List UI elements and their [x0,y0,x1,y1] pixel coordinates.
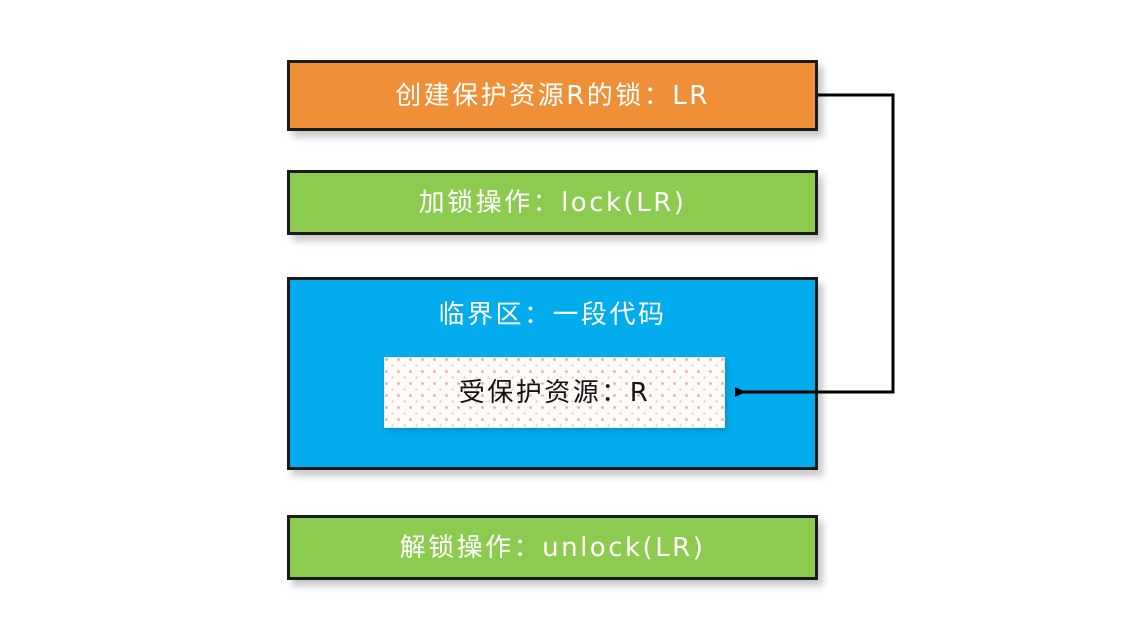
box-lock-operation[interactable]: 加锁操作：lock(LR) [287,170,818,235]
box-unlock-operation-label: 解锁操作：unlock(LR) [399,532,706,563]
box-unlock-operation[interactable]: 解锁操作：unlock(LR) [287,515,818,580]
box-critical-section[interactable]: 临界区：一段代码 受保护资源：R [287,277,818,470]
box-protected-resource-label: 受保护资源：R [458,377,651,408]
box-create-lock-label: 创建保护资源R的锁：LR [395,80,710,111]
box-create-lock[interactable]: 创建保护资源R的锁：LR [287,60,818,131]
box-critical-section-label: 临界区：一段代码 [438,300,667,330]
box-protected-resource[interactable]: 受保护资源：R [384,357,725,428]
box-lock-operation-label: 加锁操作：lock(LR) [418,187,687,218]
